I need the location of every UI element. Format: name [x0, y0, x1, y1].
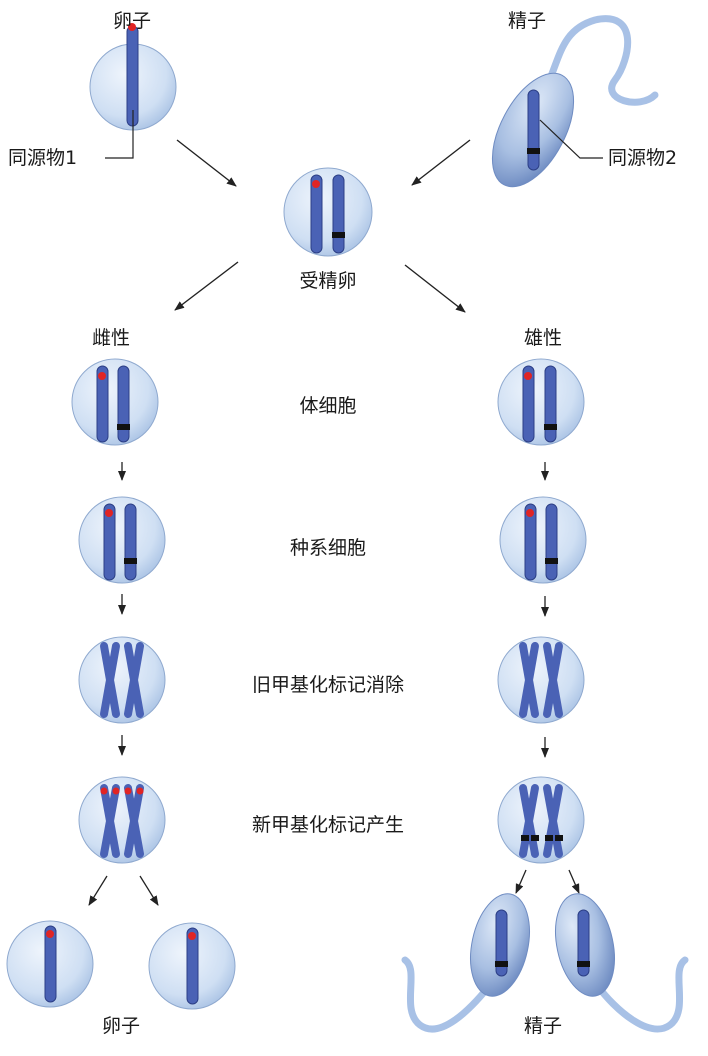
- bottom-egg-label: 卵子: [101, 1015, 141, 1037]
- male-label: 雄性: [523, 327, 563, 349]
- female-somatic-cell: [71, 358, 159, 446]
- female-new-marks-cell: [78, 776, 166, 864]
- female-germline-cell: [78, 496, 166, 584]
- stage-label-erasure: 旧甲基化标记消除: [251, 674, 405, 696]
- male-germline-cell: [499, 496, 587, 584]
- homolog1-label: 同源物1: [8, 147, 78, 169]
- bottom-sperm-cell-2: [555, 893, 689, 1033]
- arrow-zygote-to-male: [404, 264, 466, 313]
- male-new-marks-cell: [497, 776, 585, 864]
- stage-label-somatic: 体细胞: [299, 395, 357, 417]
- male-somatic-cell: [497, 358, 585, 446]
- male-erased-cell: [497, 636, 585, 724]
- bottom-egg-cell-2: [148, 922, 236, 1010]
- stage-label-germline: 种系细胞: [289, 537, 367, 559]
- arrow-egg-to-zygote: [176, 139, 237, 187]
- sperm-tail: [541, 15, 659, 106]
- top-egg-cell: [89, 23, 177, 131]
- top-egg-label: 卵子: [112, 10, 152, 32]
- arrow-sperm-to-zygote: [411, 139, 471, 186]
- chromosome-homolog2: [527, 89, 540, 171]
- top-sperm-label: 精子: [507, 10, 547, 32]
- bottom-sperm-cell-1: [401, 893, 530, 1033]
- stage-label-new-marks: 新甲基化标记产生: [251, 814, 405, 836]
- zygote-cell: [283, 167, 373, 257]
- arrow-zygote-to-female: [174, 261, 239, 311]
- top-sperm-cell: [491, 15, 659, 188]
- paternal-mark: [527, 148, 540, 154]
- homolog2-label: 同源物2: [608, 147, 678, 169]
- homolog2-leader: [539, 119, 603, 159]
- female-label: 雌性: [91, 327, 131, 349]
- zygote-label: 受精卵: [299, 270, 357, 292]
- bottom-egg-cell-1: [6, 920, 94, 1008]
- homolog1-leader: [105, 110, 134, 159]
- maternal-mark: [128, 23, 136, 31]
- female-erased-cell: [78, 636, 166, 724]
- bottom-sperm-label: 精子: [523, 1015, 563, 1037]
